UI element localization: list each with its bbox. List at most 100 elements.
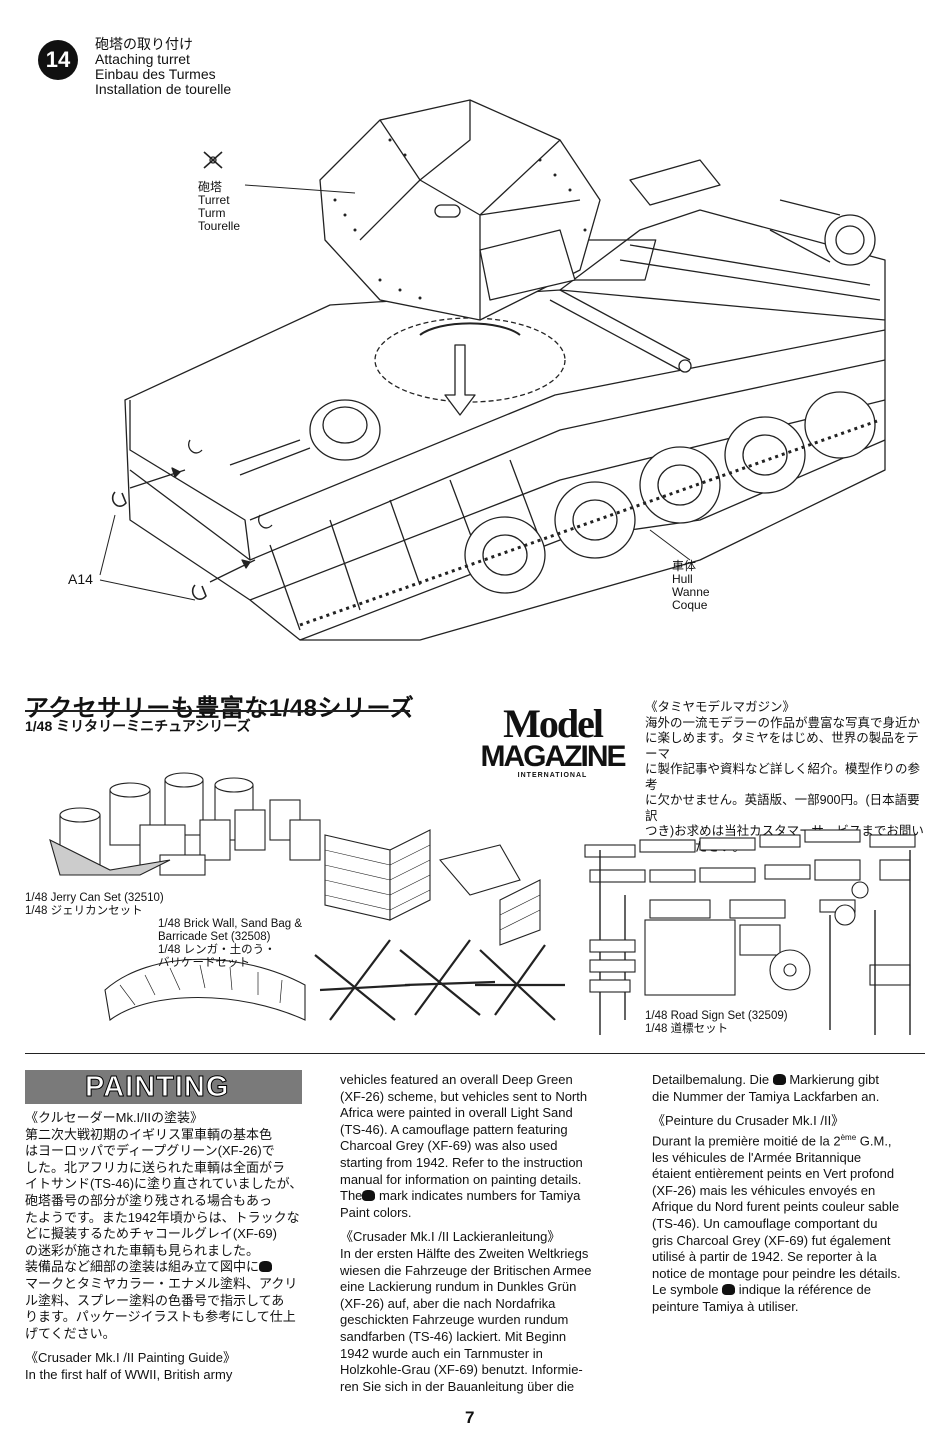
step-number-badge: 14 [38, 40, 78, 80]
model-magazine-logo: Model MAGAZINE INTERNATIONAL [470, 704, 635, 780]
paragraph-line: げてください。 [25, 1325, 116, 1341]
paragraph-line: vehicles featured an overall Deep Green [340, 1072, 573, 1087]
magazine-text-line: 海外の一流モデラーの作品が豊富な写真で身近か [645, 715, 921, 730]
step-titles: 砲塔の取り付け Attaching turret Einbau des Turm… [95, 37, 231, 97]
paragraph-line: die Nummer der Tamiya Lackfarben an. [652, 1088, 880, 1104]
paragraph-line: In der ersten Hälfte des Zweiten Weltkri… [340, 1245, 589, 1261]
painting-jp-heading: 《クルセーダーMk.I/IIの塗装》 [25, 1110, 203, 1125]
paint-number-icon [259, 1261, 273, 1273]
paint-number-icon [722, 1284, 736, 1296]
painting-banner: PAINTING [25, 1070, 302, 1104]
painting-column-2: vehicles featured an overall Deep Green … [340, 1072, 617, 1395]
text-fragment: G.M., [856, 1133, 892, 1149]
painting-column-1: 《クルセーダーMk.I/IIの塗装》 第二次大戦初期のイギリス軍車輌の基本色 は… [25, 1110, 305, 1384]
paragraph-line: Holzkohle-Grau (XF-69) benutzt. Informie… [340, 1362, 583, 1378]
step-title-en: Attaching turret [95, 51, 190, 67]
paragraph-line: utilisé à partir de 1942. Se reporter à … [652, 1249, 877, 1265]
paragraph-line: 第二次大戦初期のイギリス軍車輌の基本色 [25, 1126, 273, 1142]
hull-label-en: Hull [672, 572, 693, 586]
step-title-de: Einbau des Turmes [95, 66, 216, 82]
magazine-text-line: に楽しめます。タミヤをはじめ、世界の製品をテーマ [645, 731, 919, 761]
turret-label-de: Turm [198, 206, 226, 220]
caption-line: 1/48 Jerry Can Set (32510) [25, 892, 164, 904]
text-fragment: The [340, 1188, 363, 1204]
paragraph-line: (TS-46). Un camouflage comportant du [652, 1216, 878, 1232]
paragraph-line: Africa were painted in overall Light San… [340, 1105, 573, 1121]
superscript: ème [840, 1132, 857, 1142]
text-fragment: Le symbole [652, 1282, 719, 1298]
hull-label-ja: 車体 [672, 559, 697, 573]
paragraph-line: Afrique du Nord furent peints couleur sa… [652, 1199, 900, 1215]
paragraph-line: étaient entièrement peints en Vert profo… [652, 1166, 895, 1182]
paragraph-line: マークとタミヤカラー・エナメル塗料、アクリ [25, 1275, 298, 1291]
paragraph-line: eine Lackierung rundum in Dunkles Grün [340, 1279, 577, 1295]
caption-line: 1/48 Road Sign Set (32509) [645, 1010, 788, 1022]
caption-line: 1/48 Brick Wall, Sand Bag & [158, 918, 303, 930]
caption-line: Barricade Set (32508) [158, 931, 271, 943]
paragraph-line: wiesen die Fahrzeuge der Britischen Arme… [340, 1262, 592, 1278]
caption-line: 1/48 ジェリカンセット [25, 905, 143, 917]
paragraph-line-with-icon: The mark indicates numbers for Tamiya [340, 1188, 617, 1205]
paint-number-icon [772, 1074, 786, 1085]
magazine-text-line: に製作記事や資料など詳しく紹介。模型作りの参考 [645, 762, 921, 792]
paragraph-line: (TS-46). A camouflage pattern featuring [340, 1121, 568, 1137]
turret-label: 砲塔 Turret Turm Tourelle [198, 181, 240, 233]
hull-label-fr: Coque [672, 598, 708, 612]
magazine-text-line: 《タミヤモデルマガジン》 [645, 700, 796, 714]
accessory-illustrations [49, 772, 916, 1035]
paragraph-line: peinture Tamiya à utiliser. [652, 1299, 799, 1315]
paragraph-line: Paint colors. [340, 1204, 412, 1220]
text-fragment: Detailbemalung. Die [652, 1072, 770, 1087]
painting-heading: PAINTING [84, 1071, 230, 1104]
paragraph-line: In the first half of WWII, British army [25, 1366, 233, 1382]
paragraph-line: 砲塔番号の部分が塗り残される場合もあっ [25, 1192, 273, 1208]
paragraph-line: ren Sie sich in der Bauanleitung über di… [340, 1378, 575, 1394]
paragraph-line: (XF-26) scheme, but vehicles sent to Nor… [340, 1088, 588, 1104]
paragraph-line: (XF-26) auf, aber die nach Nordafrika [340, 1295, 556, 1311]
step-title-fr: Installation de tourelle [95, 81, 232, 97]
logo-international: INTERNATIONAL [517, 772, 588, 779]
paragraph-line: geschickten Fahrzeuge wurden rundum [340, 1312, 569, 1328]
paragraph-line: manual for information on painting detai… [340, 1171, 582, 1187]
paragraph-line: sandfarben (TS-46) lackiert. Mit Beginn [340, 1328, 567, 1344]
caption-line: 1/48 道標セット [645, 1023, 729, 1035]
paragraph-line: gris Charcoal Grey (XF-69) fut également [652, 1232, 891, 1248]
accessories-subtitle: 1/48 ミリタリーミニチュアシリーズ [25, 718, 251, 734]
turret-label-ja: 砲塔 [198, 180, 223, 194]
magazine-text-line: に欠かせません。英語版、一部900円。(日本語要訳 [645, 793, 920, 823]
paragraph-line: (XF-26) mais les véhicules envoyés en [652, 1182, 876, 1198]
tank-assembly-illustration [99, 99, 886, 641]
turret-label-fr: Tourelle [198, 219, 241, 233]
text-fragment: Durant la première moitié de la 2 [652, 1133, 841, 1149]
painting-fr-heading: 《Peinture du Crusader Mk.I /II》 [652, 1113, 845, 1129]
text-fragment: indique la référence de [738, 1282, 871, 1298]
brick-wall-caption: 1/48 Brick Wall, Sand Bag & Barricade Se… [158, 918, 302, 970]
paragraph-line-with-icon: Detailbemalung. Die Markierung gibt [652, 1072, 925, 1089]
paragraph-line-with-icon: 装備品など細部の塗装は組み立て図中に [25, 1259, 305, 1276]
paragraph-line: starting from 1942. Refer to the instruc… [340, 1154, 583, 1170]
paragraph-line-with-icon: Le symbole indique la référence de [652, 1282, 925, 1299]
page-number: 7 [465, 1408, 475, 1427]
painting-column-3: Detailbemalung. Die Markierung gibt die … [652, 1072, 925, 1316]
logo-magazine: MAGAZINE [480, 740, 627, 773]
paragraph-line: した。北アフリカに送られた車輌は全面がラ [25, 1159, 286, 1175]
text-fragment: Markierung gibt [789, 1072, 879, 1087]
paragraph-line: イトサンド(TS-46)に塗り直されていましたが、 [25, 1176, 303, 1192]
paragraph-line: たようです。また1942年頃からは、トラックな [25, 1209, 300, 1225]
hull-label-de: Wanne [672, 585, 710, 599]
part-number-a14: A14 [68, 571, 93, 587]
hull-label: 車体 Hull Wanne Coque [672, 560, 710, 612]
paragraph-line: ル塗料、スプレー塗料の色番号で指示してあ [25, 1292, 285, 1308]
paragraph-line: Charcoal Grey (XF-69) was also used [340, 1138, 558, 1154]
painting-en-heading: 《Crusader Mk.I /II Painting Guide》 [25, 1350, 236, 1366]
text-fragment: mark indicates numbers for Tamiya [379, 1188, 581, 1204]
paragraph-line: 装備品など細部の塗装は組み立て図中に [25, 1259, 260, 1275]
caption-line: バリケードセット [158, 957, 250, 969]
road-sign-caption: 1/48 Road Sign Set (32509) 1/48 道標セット [645, 1010, 788, 1036]
paragraph-line: の迷彩が施された車輌も見られました。 [25, 1242, 260, 1258]
paragraph-line: 1942 wurde auch ein Tarnmuster in [340, 1345, 543, 1361]
paragraph-line: ります。パッケージイラストも参考にして仕上 [25, 1309, 296, 1325]
step-number: 14 [45, 47, 71, 72]
divider [25, 710, 410, 712]
accessories-title: アクセサリーも豊富な1/48シリーズ [25, 695, 415, 722]
